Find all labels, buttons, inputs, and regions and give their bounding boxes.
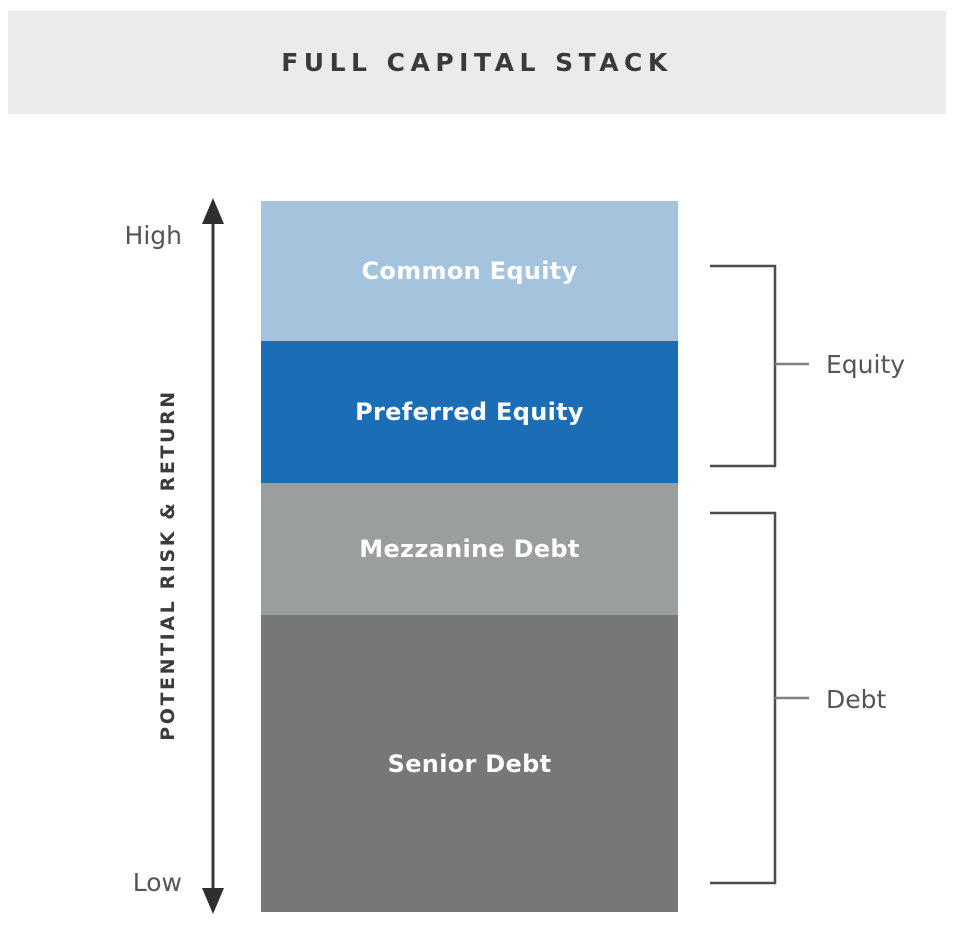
axis-label-text: POTENTIAL RISK & RETURN [157,389,180,741]
stack-segment-mezzanine-debt[interactable]: Mezzanine Debt [261,483,678,615]
capital-stack-bar: Common Equity Preferred Equity Mezzanine… [261,201,678,912]
debt-bracket-label: Debt [826,685,887,714]
stack-segment-common-equity[interactable]: Common Equity [261,201,678,341]
stack-segment-label: Preferred Equity [355,398,584,426]
header-band: FULL CAPITAL STACK [8,11,946,114]
debt-bracket [708,509,818,887]
page-title: FULL CAPITAL STACK [281,48,673,77]
stack-segment-preferred-equity[interactable]: Preferred Equity [261,341,678,483]
stack-segment-senior-debt[interactable]: Senior Debt [261,615,678,912]
stack-segment-label: Mezzanine Debt [359,535,580,563]
axis-tick-high: High [124,221,182,250]
stack-segment-label: Senior Debt [387,749,552,778]
risk-return-axis-arrow [196,196,232,916]
equity-bracket-label: Equity [826,350,906,379]
axis-tick-low: Low [132,868,182,897]
equity-bracket [708,262,818,470]
stack-segment-label: Common Equity [361,257,578,285]
axis-label-risk-return: POTENTIAL RISK & RETURN [143,360,193,770]
